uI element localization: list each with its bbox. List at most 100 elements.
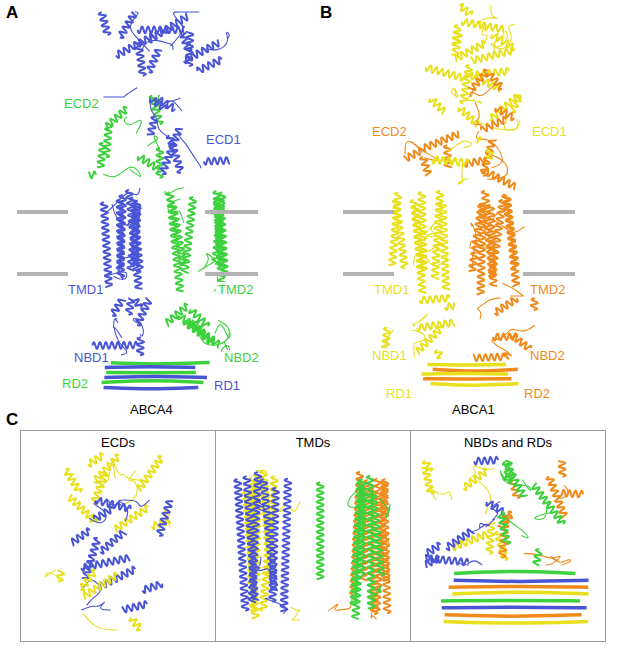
helix — [481, 117, 506, 131]
loop — [81, 602, 111, 610]
loop — [413, 314, 427, 326]
loop — [114, 328, 126, 355]
domain — [45, 569, 140, 630]
helix — [82, 538, 100, 578]
loop — [555, 485, 569, 501]
helix — [57, 569, 64, 580]
helix — [470, 48, 514, 64]
loop — [500, 470, 531, 490]
helix — [157, 501, 173, 535]
helix — [425, 543, 440, 557]
helix — [411, 200, 426, 275]
domain — [498, 461, 584, 565]
loop — [373, 586, 381, 599]
loop — [328, 596, 352, 611]
helix — [503, 462, 528, 497]
domain — [422, 460, 508, 560]
loop — [200, 320, 229, 345]
helix — [446, 529, 474, 550]
loop — [215, 325, 230, 338]
loop — [168, 199, 183, 223]
helix — [445, 302, 454, 310]
helix — [147, 50, 162, 72]
loop — [412, 330, 425, 358]
loop — [102, 188, 140, 216]
helix — [129, 618, 140, 631]
loop — [171, 24, 184, 46]
membrane-bar — [205, 210, 258, 214]
strand — [423, 377, 511, 381]
domain — [452, 4, 515, 79]
domain-label: ECD2 — [62, 96, 101, 111]
domain-label: NBD1 — [370, 348, 409, 363]
helix — [197, 57, 222, 72]
loop — [471, 223, 476, 269]
domain — [469, 191, 525, 296]
strand — [106, 371, 196, 375]
domain — [65, 453, 171, 532]
domain-label: NBD2 — [528, 348, 567, 363]
domain-label: ECD2 — [370, 124, 409, 139]
loop — [256, 557, 268, 571]
loop — [130, 12, 149, 51]
loop — [470, 524, 489, 532]
helix — [138, 456, 163, 491]
loop — [493, 209, 525, 233]
loop — [478, 298, 501, 319]
helix — [439, 202, 449, 291]
panel-letter: A — [4, 3, 20, 22]
loop — [458, 165, 468, 184]
helix — [487, 73, 502, 90]
helix — [370, 492, 385, 576]
loop — [107, 267, 127, 279]
helix — [166, 192, 183, 291]
loop — [494, 25, 515, 49]
helix — [317, 482, 324, 579]
domain — [243, 470, 300, 620]
loop — [419, 243, 444, 252]
domain — [389, 191, 450, 294]
domain — [165, 188, 228, 295]
panel-box: ECDs — [20, 430, 216, 642]
helix — [358, 479, 365, 575]
helix — [212, 192, 225, 264]
loop — [112, 204, 133, 226]
domain — [426, 65, 521, 130]
helix — [81, 555, 130, 571]
loop — [265, 598, 286, 613]
loop — [448, 141, 472, 151]
strand — [442, 606, 587, 610]
helix — [468, 70, 488, 91]
domain — [72, 498, 173, 612]
loop — [535, 503, 551, 519]
helix — [150, 98, 166, 109]
strand — [431, 384, 519, 386]
domain-label: ECD1 — [204, 132, 243, 147]
helix — [477, 137, 481, 143]
loop — [480, 5, 497, 32]
loop — [492, 339, 511, 355]
domain-label: RD1 — [212, 378, 242, 393]
helix — [426, 65, 466, 80]
helix — [81, 570, 96, 591]
helix — [204, 157, 230, 165]
helix — [460, 65, 472, 104]
loop — [411, 142, 436, 161]
strand — [445, 615, 582, 616]
panel-title: NBDs and RDs — [411, 435, 605, 450]
strand — [449, 585, 589, 589]
loop — [104, 88, 137, 97]
helix — [234, 479, 248, 611]
strand — [104, 376, 207, 377]
helix — [213, 191, 225, 268]
loop — [178, 131, 201, 168]
loop — [497, 325, 535, 339]
helix — [136, 297, 151, 325]
helix — [482, 169, 515, 190]
beta-sheet — [102, 363, 210, 389]
strand — [433, 369, 518, 371]
panel-letter: C — [4, 410, 20, 429]
helix — [422, 467, 434, 495]
membrane-bar — [17, 210, 68, 214]
helix — [504, 195, 519, 287]
